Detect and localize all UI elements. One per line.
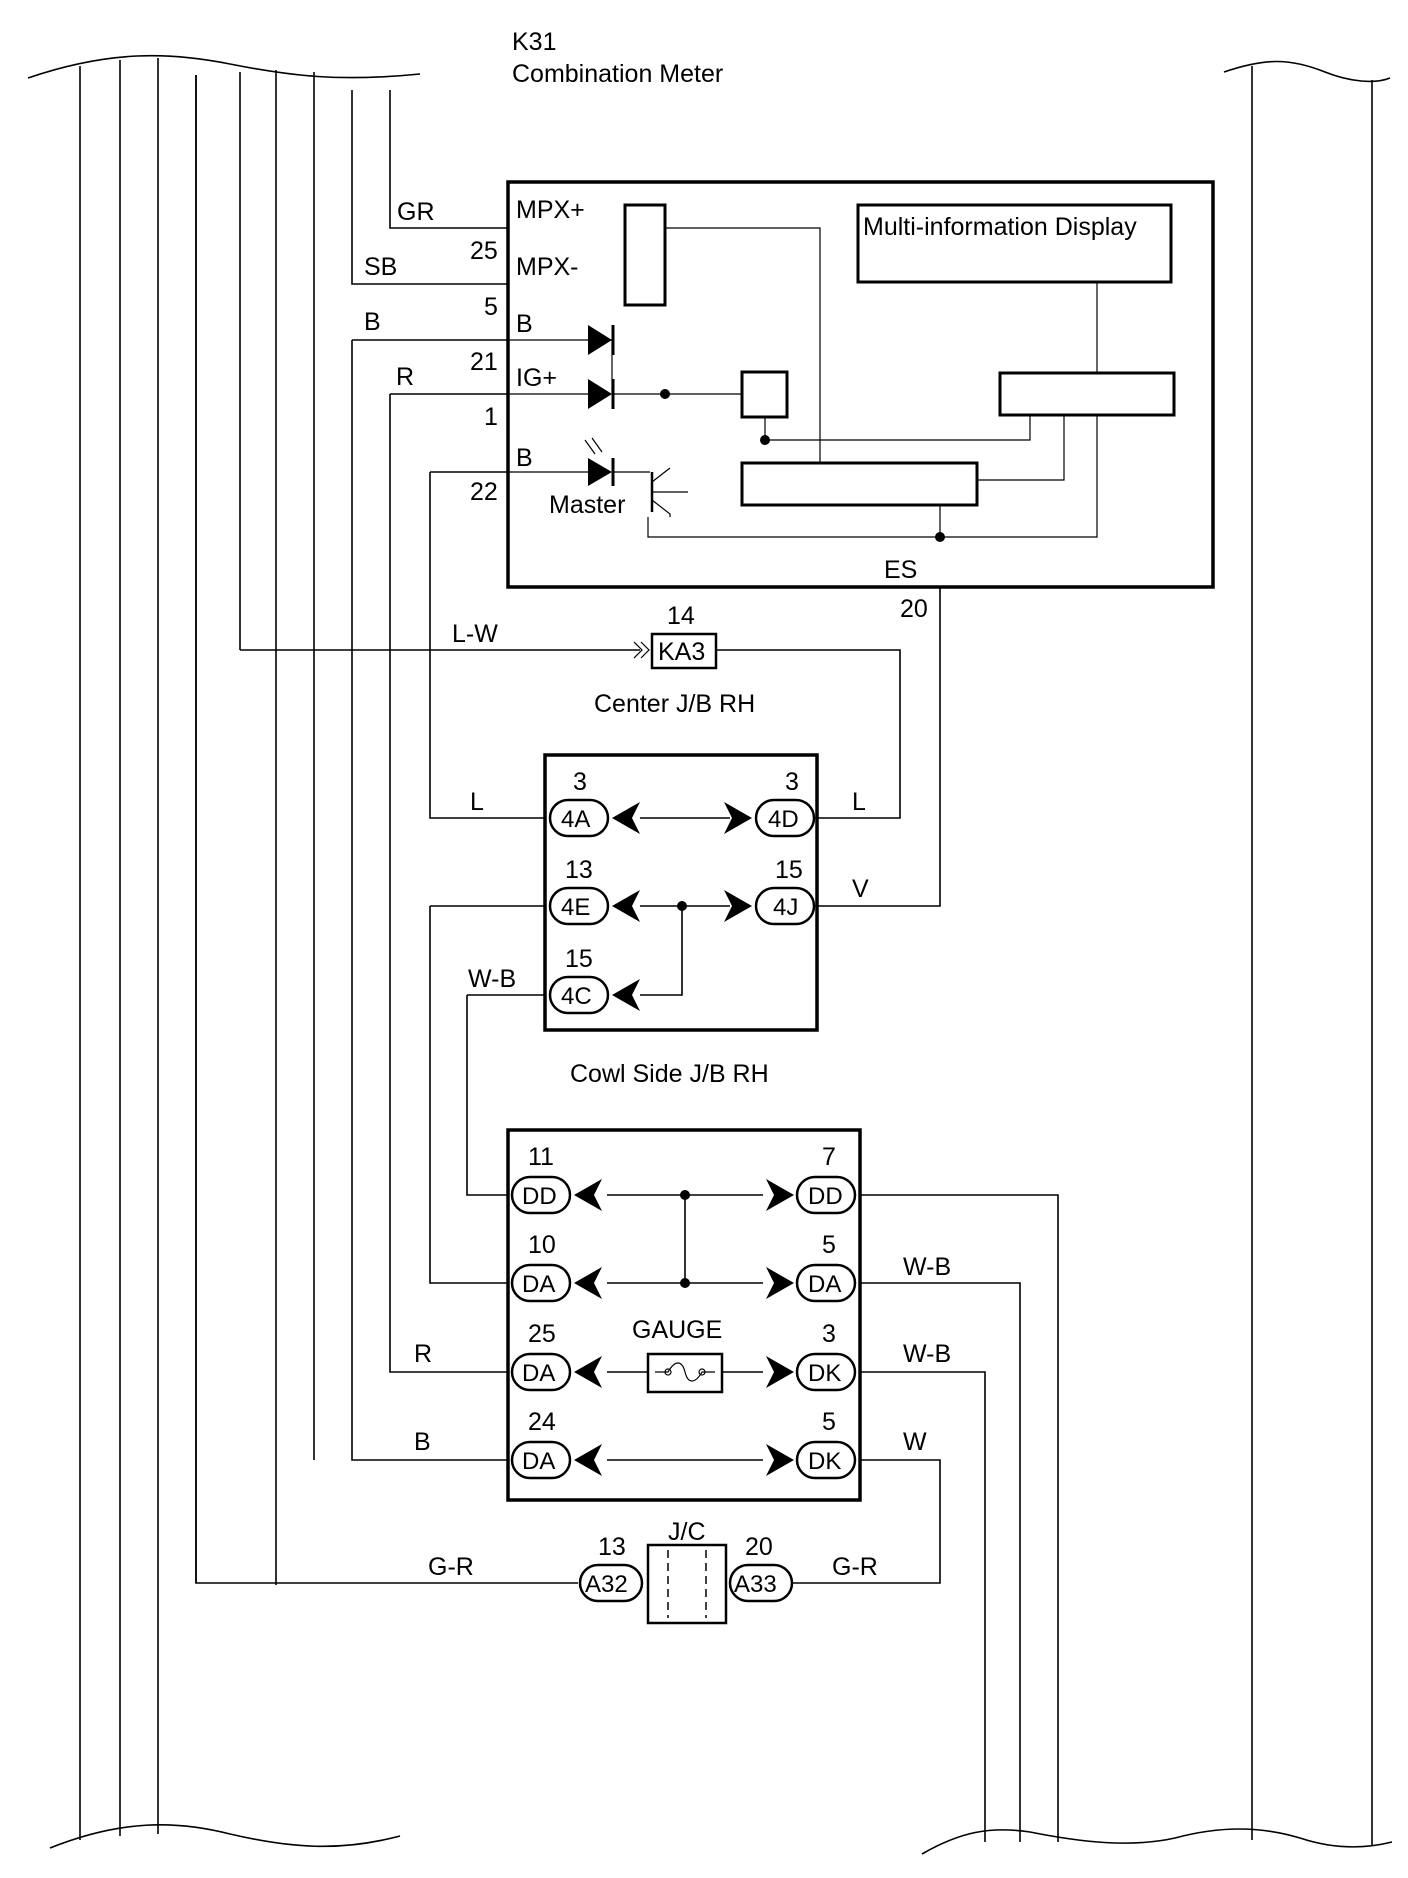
pin-num-1: 1 [484, 403, 498, 431]
pin-mpx-plus: MPX+ [516, 196, 585, 224]
lower-da-10-pin: 10 [528, 1231, 556, 1259]
cowl-4a-pin: 3 [573, 768, 587, 796]
pin-b2: B [516, 444, 533, 472]
wire-labels: GR SB B R L-W L L V W-B W-B R W-B B W G-… [364, 198, 951, 1581]
lower-dd-right: DD [808, 1183, 843, 1210]
wire-b-da: B [414, 1428, 431, 1456]
wire-gr-left: G-R [428, 1553, 474, 1581]
cowl-4j: 4J [773, 894, 798, 921]
center-jb-label: Center J/B RH [594, 690, 755, 718]
jc-a32: A32 [585, 1571, 628, 1598]
lower-da-5: DA [808, 1271, 841, 1298]
lower-jb: GAUGE DD DD DA DA DA DK DA DK 11 7 10 5 … [506, 1128, 862, 1502]
meter-id: K31 [512, 28, 556, 56]
pin-num-21: 21 [470, 348, 498, 376]
cowl-4c-pin: 15 [565, 945, 593, 973]
jc-label: J/C [668, 1518, 706, 1546]
pin-num-5: 5 [484, 293, 498, 321]
combination-meter: K31 Combination Meter Multi-information … [470, 28, 1215, 623]
wire-wb-da: W-B [903, 1253, 951, 1281]
wire-r-da: R [414, 1340, 432, 1368]
display-label: Multi-information Display [863, 213, 1137, 241]
wire-wb: W-B [468, 965, 516, 993]
wire-b: B [364, 308, 381, 336]
cowl-4a: 4A [561, 806, 590, 833]
lower-da-25-pin: 25 [528, 1320, 556, 1348]
cowl-4d: 4D [768, 806, 799, 833]
wire-w-dk: W [903, 1428, 927, 1456]
pin-b1: B [516, 310, 533, 338]
wire-r: R [396, 363, 414, 391]
meter-name: Combination Meter [512, 60, 723, 88]
cowl-4j-pin: 15 [775, 856, 803, 884]
wire-v: V [852, 875, 869, 903]
lower-dk-3-pin: 3 [822, 1320, 836, 1348]
wire-wb-dk: W-B [903, 1340, 951, 1368]
jc-a33: A33 [734, 1571, 777, 1598]
lower-da-24: DA [522, 1448, 555, 1475]
lower-da-25: DA [522, 1360, 555, 1387]
lower-da-5-pin: 5 [822, 1231, 836, 1259]
jc-a33-pin: 20 [745, 1533, 773, 1561]
cowl-jb: 4A 4D 4E 4J 4C 3 3 13 15 15 Cowl Side J/… [543, 753, 819, 1088]
external-wiring [195, 70, 1059, 1842]
cowl-4c: 4C [561, 983, 592, 1010]
cowl-jb-label: Cowl Side J/B RH [570, 1060, 769, 1088]
wire-gr-right: G-R [832, 1553, 878, 1581]
wire-sb: SB [364, 253, 397, 281]
lower-dd-right-pin: 7 [822, 1143, 836, 1171]
wire-l-left: L [470, 788, 484, 816]
lower-dd-left: DD [522, 1183, 557, 1210]
center-jb-connector: KA3 [658, 638, 705, 666]
pin-num-20: 20 [900, 595, 928, 623]
lower-dd-left-pin: 11 [528, 1143, 554, 1171]
center-jb: KA3 14 Center J/B RH [594, 602, 755, 718]
pin-mpx-minus: MPX- [516, 253, 579, 281]
jc-a32-pin: 13 [598, 1533, 626, 1561]
lower-dk-5: DK [808, 1448, 841, 1475]
lower-da-10: DA [522, 1271, 555, 1298]
wire-gr: GR [397, 198, 435, 226]
pin-master: Master [549, 491, 625, 519]
right-harness-bundle [921, 60, 1393, 1855]
pin-igplus: IG+ [516, 364, 557, 392]
center-jb-pin: 14 [667, 602, 695, 630]
lower-dk-3: DK [808, 1360, 841, 1387]
cowl-4e-pin: 13 [565, 856, 593, 884]
junction-connector: J/C A32 A33 13 20 [578, 1518, 794, 1625]
wire-lw: L-W [452, 620, 498, 648]
lower-da-24-pin: 24 [528, 1408, 556, 1436]
gauge-label: GAUGE [632, 1316, 722, 1344]
cowl-4e: 4E [561, 894, 590, 921]
pin-num-25: 25 [470, 237, 498, 265]
cowl-4d-pin: 3 [785, 768, 799, 796]
pin-num-22: 22 [470, 478, 498, 506]
lower-dk-5-pin: 5 [822, 1408, 836, 1436]
left-harness-bundle [27, 54, 421, 1849]
pin-es: ES [884, 556, 917, 584]
wire-l-right: L [852, 788, 866, 816]
